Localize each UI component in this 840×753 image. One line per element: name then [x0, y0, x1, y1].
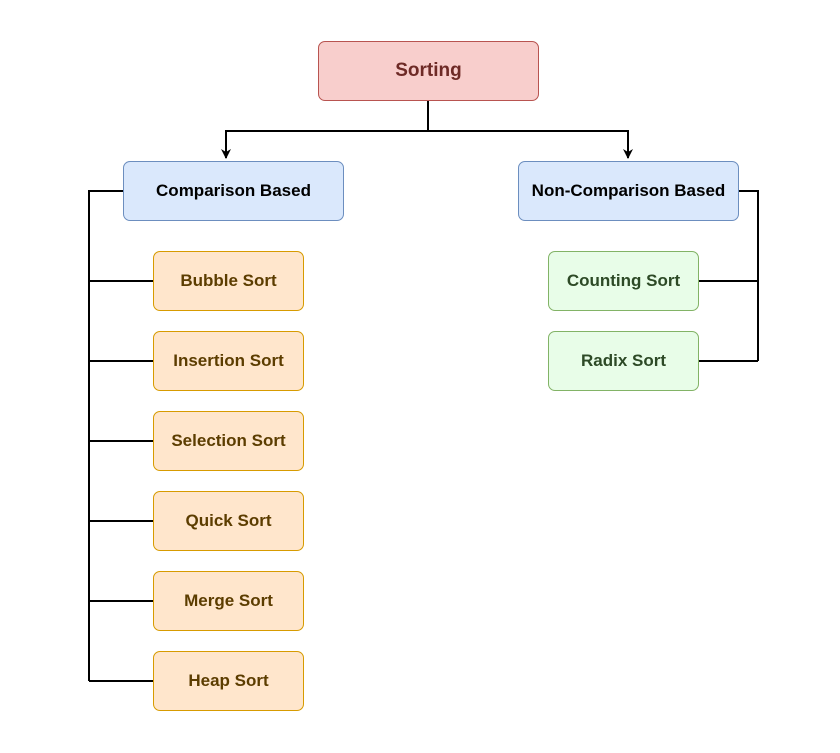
node-bubble-sort-label: Bubble Sort	[180, 271, 277, 290]
node-selection-sort-label: Selection Sort	[171, 431, 286, 450]
node-sorting-label: Sorting	[395, 60, 462, 81]
node-counting-sort[interactable]: Counting Sort	[548, 251, 699, 311]
node-merge-sort[interactable]: Merge Sort	[153, 571, 304, 631]
node-insertion-sort-label: Insertion Sort	[173, 351, 284, 370]
node-quick-sort[interactable]: Quick Sort	[153, 491, 304, 551]
node-bubble-sort[interactable]: Bubble Sort	[153, 251, 304, 311]
connector-comparison-spine	[88, 190, 124, 681]
node-sorting[interactable]: Sorting	[318, 41, 539, 101]
node-comparison-based-label: Comparison Based	[156, 181, 311, 200]
node-non-comparison-based-label: Non-Comparison Based	[531, 181, 726, 200]
node-comparison-based[interactable]: Comparison Based	[123, 161, 344, 221]
node-quick-sort-label: Quick Sort	[185, 511, 272, 530]
connector-root-to-comparison	[221, 130, 428, 159]
node-insertion-sort[interactable]: Insertion Sort	[153, 331, 304, 391]
node-selection-sort[interactable]: Selection Sort	[153, 411, 304, 471]
node-counting-sort-label: Counting Sort	[566, 271, 681, 290]
node-heap-sort-label: Heap Sort	[188, 671, 269, 690]
node-non-comparison-based[interactable]: Non-Comparison Based	[518, 161, 739, 221]
node-radix-sort[interactable]: Radix Sort	[548, 331, 699, 391]
node-radix-sort-label: Radix Sort	[580, 351, 667, 370]
node-merge-sort-label: Merge Sort	[184, 591, 273, 610]
connector-non-comparison-spine	[738, 190, 759, 361]
node-heap-sort[interactable]: Heap Sort	[153, 651, 304, 711]
connector-root-to-non-comparison	[428, 130, 633, 159]
